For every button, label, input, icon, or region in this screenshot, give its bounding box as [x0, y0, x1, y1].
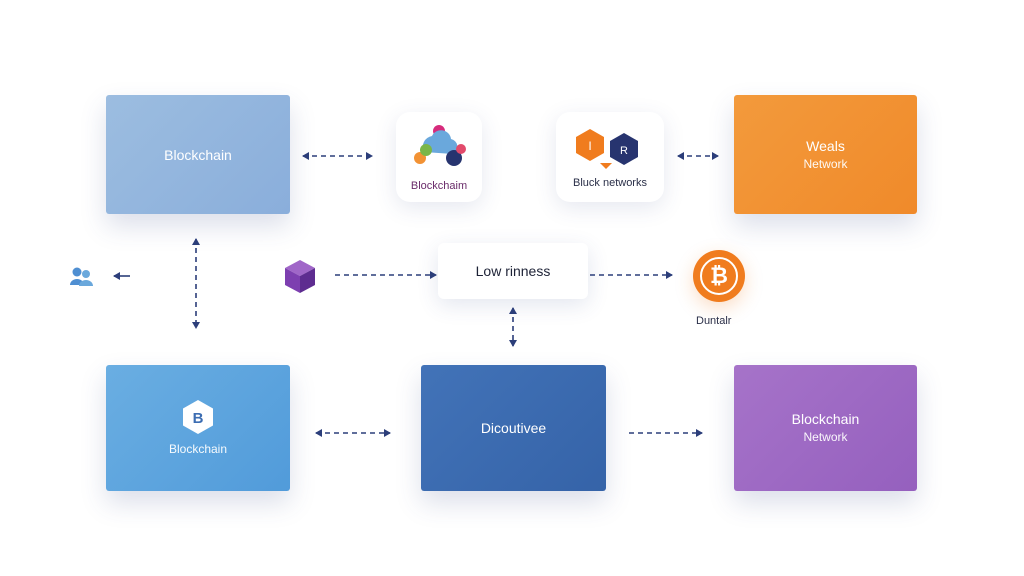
- box-title: Blockchain: [164, 146, 232, 163]
- hex-left-glyph: I: [588, 139, 591, 153]
- box-subtitle: Network: [803, 156, 848, 171]
- box-title: Blockchain: [791, 411, 860, 427]
- box-title: Weals: [806, 137, 845, 154]
- cloud-cluster-icon: [414, 125, 466, 166]
- hexagon-pair-icon: I R: [576, 129, 638, 169]
- box-title: Dicoutivee: [480, 420, 547, 436]
- card-label: Bluck networks: [573, 177, 647, 189]
- box-title: Blockchain: [168, 442, 228, 456]
- low-rinness-node[interactable]: Low rinness: [438, 243, 588, 299]
- box-subtitle: Network: [803, 430, 848, 444]
- hex-right-glyph: R: [620, 145, 628, 157]
- blockchain-hex-icon: B: [179, 398, 217, 436]
- node-label: Low rinness: [475, 263, 551, 279]
- blockchain-box-bottom-left[interactable]: B Blockchain: [106, 365, 290, 491]
- cube-icon: [280, 256, 320, 296]
- dicoutivee-box[interactable]: Dicoutivee: [421, 365, 606, 491]
- weals-network-box[interactable]: Weals Network: [734, 95, 917, 214]
- bitcoin-icon: ₿: [693, 250, 745, 302]
- blockchain-network-box[interactable]: Blockchain Network: [734, 365, 917, 491]
- blockchaim-card[interactable]: Blockchaim: [396, 112, 482, 202]
- bitcoin-glyph: ₿: [700, 257, 738, 295]
- block-networks-card[interactable]: I R Bluck networks: [556, 112, 664, 202]
- hex-glyph: B: [193, 410, 204, 427]
- card-label: Blockchaim: [410, 180, 468, 192]
- bitcoin-label: Duntalr: [696, 315, 732, 327]
- blockchain-box-top-left[interactable]: Blockchain: [106, 95, 290, 214]
- users-icon: [68, 263, 96, 291]
